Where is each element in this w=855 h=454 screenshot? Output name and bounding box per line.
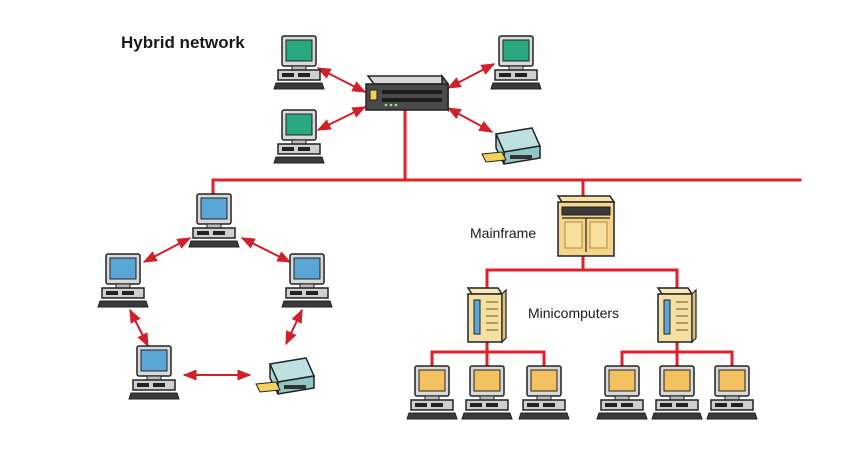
mini-left-server-icon — [466, 287, 507, 344]
top-printer-icon — [481, 127, 542, 165]
mini-left-terminal-1-icon — [406, 365, 458, 420]
arrow-printer-hub — [446, 107, 494, 133]
arrow-ws3-hub — [316, 106, 367, 131]
arrow-ring-right — [285, 308, 303, 346]
minicomputers-label: Minicomputers — [528, 305, 620, 321]
mini-left-terminal-2-icon — [461, 365, 513, 420]
top-left-workstation-icon — [273, 35, 325, 90]
arrow-ws1-hub — [316, 67, 367, 93]
mainframe-label: Mainframe — [470, 225, 537, 241]
ring-right-workstation-icon — [281, 253, 333, 308]
diagram-title: Hybrid network — [121, 33, 245, 52]
ring-bottom-workstation-icon — [128, 345, 180, 400]
mini-right-terminal-2-icon — [651, 365, 703, 420]
mini-right-branch-line — [620, 338, 734, 370]
mini-left-branch-line — [430, 338, 546, 370]
arrow-ring-top-right — [240, 237, 292, 263]
mini-right-terminal-1-icon — [596, 365, 648, 420]
mini-right-server-icon — [656, 287, 697, 344]
mainframe-icon — [556, 195, 616, 257]
mini-left-terminal-3-icon — [518, 365, 570, 420]
ring-left-workstation-icon — [97, 253, 149, 308]
mini-right-terminal-3-icon — [706, 365, 758, 420]
arrow-ws2-hub — [446, 63, 496, 89]
mainframe-to-minis-line — [485, 253, 679, 290]
network-hub-icon — [365, 73, 450, 113]
ring-printer-icon — [255, 357, 316, 395]
arrow-ring-left — [129, 308, 149, 348]
arrow-ring-top-left — [142, 237, 192, 263]
ring-top-workstation-icon — [188, 193, 240, 248]
mid-left-workstation-icon — [273, 109, 325, 164]
top-right-workstation-icon — [490, 35, 542, 90]
